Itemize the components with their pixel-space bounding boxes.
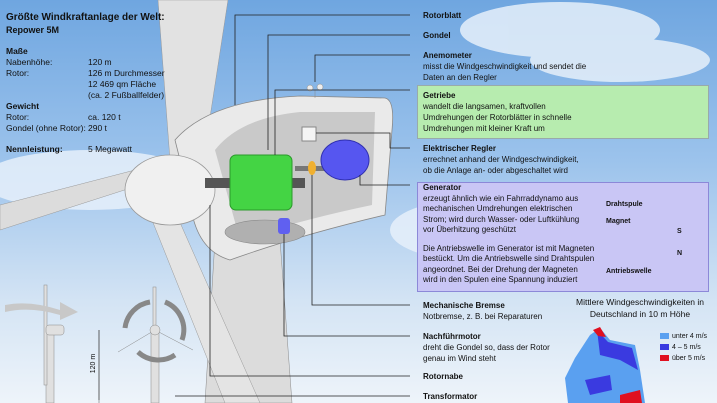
- nachfuehr-title: Nachführmotor: [423, 332, 481, 341]
- getriebe-title: Getriebe: [423, 91, 456, 100]
- getriebe-text: Umdrehungen mit kleiner Kraft um: [423, 124, 545, 133]
- pole-s: S: [677, 228, 682, 235]
- nabenhoehe-value: 120 m: [88, 57, 112, 67]
- yaw-motor: [278, 218, 290, 234]
- anemometer: [306, 83, 324, 98]
- getriebe-text: Umdrehungen der Rotorblätter in schnelle: [423, 113, 572, 122]
- generator-box: [417, 182, 709, 292]
- rotor-area-note: (ca. 2 Fußballfelder): [88, 90, 165, 100]
- legend-swatch: [660, 344, 669, 351]
- pole-n: N: [677, 250, 683, 257]
- drahtspule-label: Drahtspule: [606, 201, 643, 208]
- legend-item: unter 4 m/s: [660, 331, 707, 342]
- masse-heading: Maße: [6, 46, 28, 56]
- nennleistung-value: 5 Megawatt: [88, 144, 132, 154]
- label-gondel: Gondel: [423, 30, 451, 41]
- gondel-value: 290 t: [88, 123, 107, 133]
- gondel-label: Gondel (ohne Rotor):: [6, 123, 86, 133]
- rotor-value: 126 m Durchmesser: [88, 68, 165, 78]
- generator-text: wird in den Spulen eine Spannung induzie…: [423, 275, 578, 284]
- gearbox: [229, 154, 293, 211]
- label-nachfuehrmotor: Nachführmotor dreht die Gondel so, dass …: [423, 331, 550, 364]
- nachfuehr-text: dreht die Gondel so, dass der Rotor: [423, 343, 550, 352]
- map-title-line: Deutschland in 10 m Höhe: [589, 309, 691, 319]
- nabenhoehe-label: Nabenhöhe:: [6, 57, 53, 67]
- label-getriebe: Getriebe wandelt die langsamen, kraftvol…: [423, 90, 572, 134]
- label-regler: Elektrischer Regler errechnet anhand der…: [423, 143, 579, 176]
- legend-swatch: [660, 333, 669, 340]
- map-title: Mittlere Windgeschwindigkeiten in Deutsc…: [555, 296, 717, 320]
- generator-text: Die Antriebswelle im Generator ist mit M…: [423, 243, 595, 253]
- bremse-title: Mechanische Bremse: [423, 301, 505, 310]
- nennleistung-label: Nennleistung:: [6, 144, 63, 154]
- getriebe-box: [417, 85, 709, 139]
- specs-panel: Größte Windkraftanlage der Welt: Repower…: [6, 12, 165, 155]
- generator-text: bestückt. Um die Antriebswelle sind Drah…: [423, 254, 595, 263]
- label-rotornabe: Rotornabe: [423, 371, 463, 382]
- label-transformator: Transformator: [423, 391, 477, 402]
- legend-item: 4 – 5 m/s: [660, 342, 707, 353]
- gewicht-rotor-value: ca. 120 t: [88, 112, 121, 122]
- antriebswelle-label: Antriebswelle: [606, 268, 652, 275]
- gondel-title: Gondel: [423, 31, 451, 40]
- legend-label: 4 – 5 m/s: [672, 344, 701, 351]
- label-anemometer: Anemometer misst die Windgeschwindigkeit…: [423, 50, 586, 83]
- generator-text: erzeugt ähnlich wie ein Fahrraddynamo au…: [423, 193, 579, 203]
- subtitle: Repower 5M: [6, 25, 60, 35]
- legend-item: über 5 m/s: [660, 353, 707, 364]
- regler-text: ob die Anlage an- oder abgeschaltet wird: [423, 166, 568, 175]
- getriebe-text: wandelt die langsamen, kraftvollen: [423, 102, 546, 111]
- map-title-line: Mittlere Windgeschwindigkeiten in: [575, 297, 705, 307]
- anemometer-title: Anemometer: [423, 51, 472, 60]
- height-marker-label: 120 m: [90, 353, 98, 374]
- label-rotorblatt: Rotorblatt: [423, 10, 461, 21]
- label-bremse: Mechanische Bremse Notbremse, z. B. bei …: [423, 300, 542, 322]
- rotor-hub: [124, 154, 216, 226]
- label-generator: Generator erzeugt ähnlich wie ein Fahrra…: [423, 183, 594, 286]
- generator-text: vor Überhitzung geschützt: [423, 225, 516, 234]
- anemometer-text: Daten an den Regler: [423, 73, 497, 82]
- legend-label: unter 4 m/s: [672, 333, 708, 340]
- nachfuehr-text: genau im Wind steht: [423, 354, 496, 363]
- rotor-area: 12 469 qm Fläche: [88, 79, 157, 89]
- brake: [308, 161, 316, 175]
- germany-wind-map: [565, 327, 645, 403]
- generator-title: Generator: [423, 183, 462, 192]
- transformator-title: Transformator: [423, 392, 478, 401]
- generator-text: angeordnet. Bei der Drehung der Magneten: [423, 264, 578, 274]
- rotor-label: Rotor:: [6, 68, 30, 78]
- controller: [301, 126, 317, 142]
- title: Größte Windkraftanlage der Welt:: [6, 12, 165, 23]
- generator-text: Strom; wird durch Wasser- oder Luftkühlu…: [423, 214, 580, 224]
- generator: [320, 139, 370, 181]
- gewicht-heading: Gewicht: [6, 101, 40, 111]
- legend-label: über 5 m/s: [672, 355, 706, 362]
- generator-text: mechanischen Umdrehungen elektrischen: [423, 204, 573, 213]
- legend-swatch: [660, 355, 669, 362]
- rotorblatt-title: Rotorblatt: [423, 11, 462, 20]
- small-turbines: [5, 284, 194, 403]
- anemometer-text: misst die Windgeschwindigkeit und sendet…: [423, 62, 587, 71]
- rotornabe-title: Rotornabe: [423, 372, 463, 381]
- leader-lines: [175, 14, 410, 397]
- regler-text: errechnet anhand der Windgeschwindigkeit…: [423, 155, 579, 164]
- map-legend: unter 4 m/s 4 – 5 m/s über 5 m/s: [660, 331, 707, 364]
- regler-title: Elektrischer Regler: [423, 144, 496, 153]
- gewicht-rotor-label: Rotor:: [6, 112, 30, 122]
- bremse-text: Notbremse, z. B. bei Reparaturen: [423, 312, 543, 321]
- magnet-label: Magnet: [606, 218, 631, 225]
